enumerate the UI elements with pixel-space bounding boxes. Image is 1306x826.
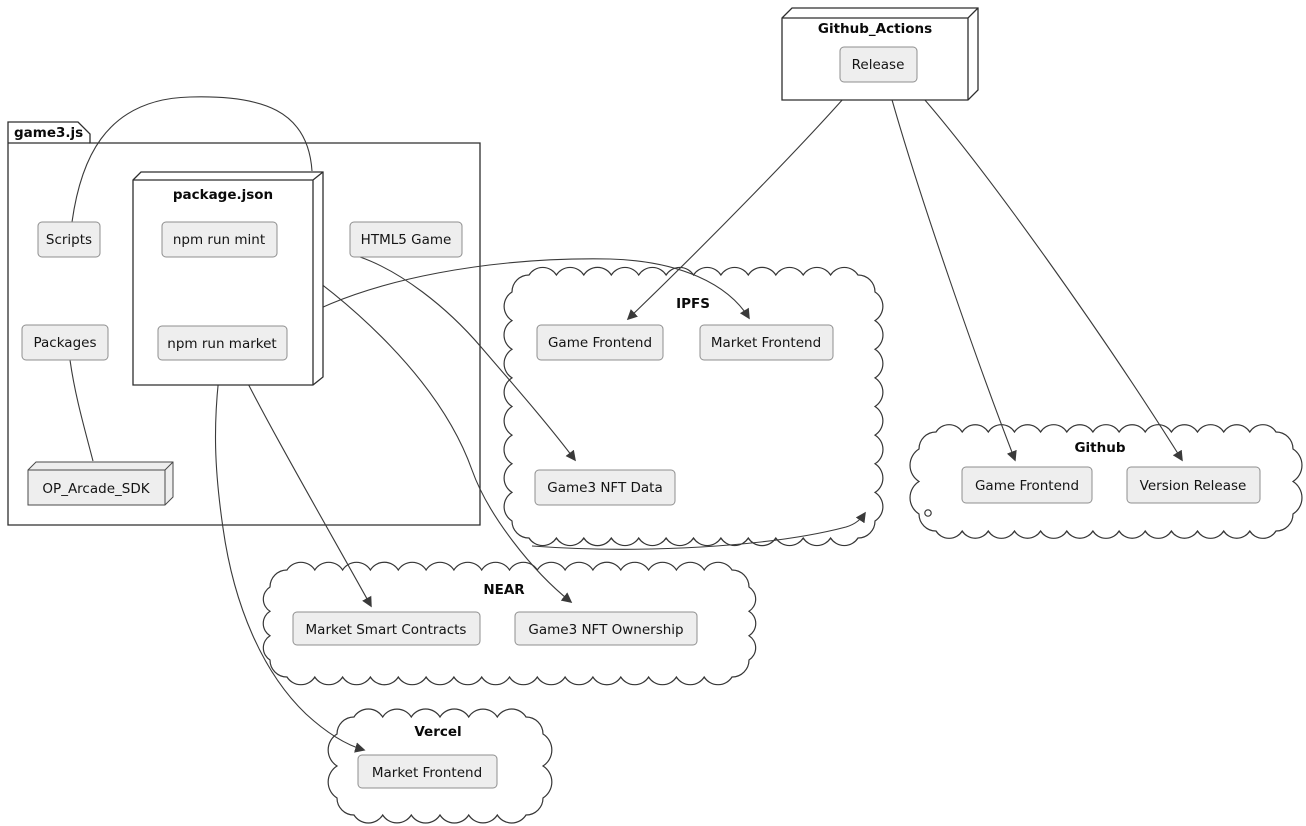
ipfs-title: IPFS (676, 296, 710, 312)
component-packages: Packages (21, 324, 109, 361)
github-actions-title: Github_Actions (818, 21, 932, 37)
svg-text:Game3 NFT Ownership: Game3 NFT Ownership (528, 622, 683, 638)
component-html5-game: HTML5 Game (349, 221, 463, 258)
svg-text:HTML5 Game: HTML5 Game (361, 232, 452, 248)
edge-scripts-packagejson (71, 96, 313, 223)
folder-title: game3.js (14, 125, 83, 141)
edge-into-ipfs-border (531, 511, 866, 550)
svg-text:npm run mint: npm run mint (173, 232, 265, 248)
vercel-title: Vercel (414, 724, 461, 740)
component-version-release: Version Release (1126, 466, 1261, 504)
edge-html5game-game3nftdata (359, 256, 576, 462)
svg-text:Game Frontend: Game Frontend (975, 478, 1079, 494)
github-title: Github (1074, 440, 1125, 456)
component-npm-run-mint: npm run mint (161, 221, 278, 258)
edge-npmrunmarket-ipfs-marketfrontend (287, 258, 750, 326)
node-op-arcade-sdk: OP_Arcade_SDK (27, 461, 174, 506)
svg-text:Market Frontend: Market Frontend (372, 765, 482, 781)
component-market-smart-contracts: Market Smart Contracts (292, 611, 481, 646)
edge-npmrunmint-game3nftownership (275, 251, 573, 603)
component-ipfs-game-frontend: Game Frontend (536, 324, 664, 361)
svg-text:Game Frontend: Game Frontend (548, 335, 652, 351)
svg-text:Market Frontend: Market Frontend (711, 335, 821, 351)
svg-text:npm run market: npm run market (167, 336, 276, 352)
edge-packages-oparcadesdk (69, 359, 94, 462)
cloud-near (262, 561, 757, 686)
node-github-actions: Github_Actions Release (781, 7, 979, 101)
svg-text:Market Smart Contracts: Market Smart Contracts (306, 622, 467, 638)
component-vercel-market-frontend: Market Frontend (357, 754, 498, 789)
component-ipfs-market-frontend: Market Frontend (699, 324, 834, 361)
svg-text:Scripts: Scripts (46, 232, 92, 248)
svg-text:Release: Release (852, 57, 905, 73)
edge-npmrunmarket-vercel-marketfrontend (214, 359, 366, 753)
edge-release-github-gamefrontend (886, 81, 1017, 462)
near-title: NEAR (483, 582, 525, 598)
component-game3-nft-data: Game3 NFT Data (534, 469, 676, 506)
edge-npmrunmarket-marketsmartcontracts (235, 359, 372, 608)
github-border-attachment-circle (924, 509, 932, 517)
edge-release-ipfs-gamefrontend (626, 81, 859, 321)
component-game3-nft-ownership: Game3 NFT Ownership (514, 611, 698, 646)
component-scripts: Scripts (37, 221, 101, 258)
svg-text:Version Release: Version Release (1140, 478, 1247, 494)
component-release: Release (839, 46, 918, 83)
packagejson-title: package.json (173, 187, 273, 203)
svg-text:Game3 NFT Data: Game3 NFT Data (547, 480, 662, 496)
svg-text:Packages: Packages (34, 335, 97, 351)
edge-release-versionrelease (908, 81, 1183, 462)
svg-text:OP_Arcade_SDK: OP_Arcade_SDK (42, 481, 150, 497)
component-github-game-frontend: Game Frontend (961, 466, 1093, 504)
component-npm-run-market: npm run market (157, 325, 288, 361)
